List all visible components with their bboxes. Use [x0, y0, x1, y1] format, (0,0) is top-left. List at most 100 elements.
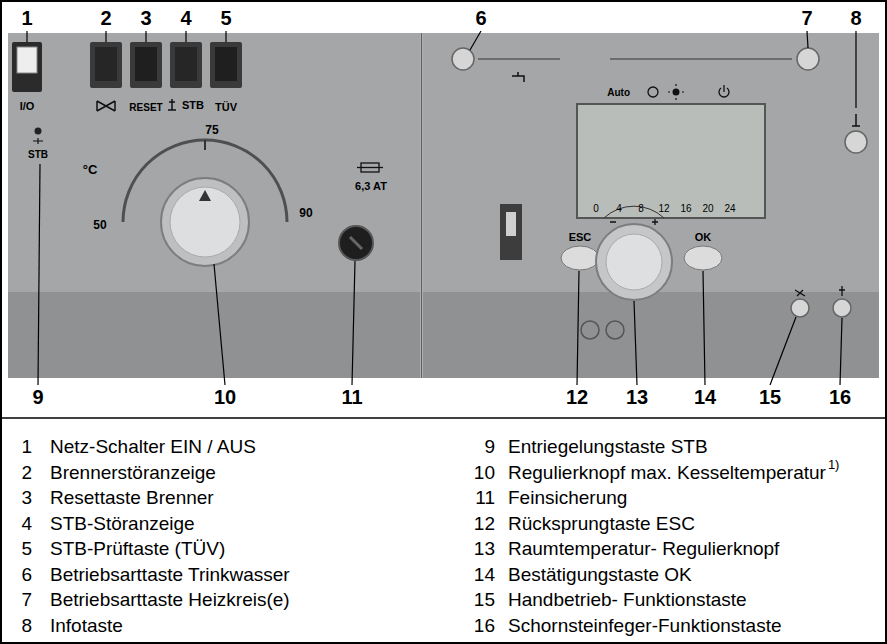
- scale-tick: [204, 140, 206, 150]
- panel-label: 6,3 AT: [355, 180, 387, 192]
- moon-symbol: [696, 86, 702, 98]
- key-text: Brennerstöranzeige: [50, 462, 216, 483]
- key-number: 14: [474, 564, 495, 585]
- stb-test-button: [210, 42, 242, 88]
- lcd-display: [577, 104, 765, 218]
- callout-number: 2: [100, 7, 111, 29]
- key-text: Regulierknopf max. Kesseltemperatur: [508, 462, 826, 483]
- room-temp-wheel: [596, 224, 672, 300]
- right-panel-lower: [423, 292, 879, 378]
- fuse-slot: [350, 237, 362, 249]
- slider-knob: [506, 212, 516, 236]
- heating-mode-button: [797, 48, 819, 70]
- esc-button: [561, 246, 599, 270]
- key-number: 9: [484, 437, 495, 458]
- burner-symbol: [97, 101, 115, 111]
- footnote-mark: 1): [828, 458, 840, 472]
- ok-button: [684, 246, 722, 270]
- leader-line: [225, 31, 226, 42]
- callout-number: 13: [626, 386, 648, 408]
- scale-label: 75: [205, 124, 218, 137]
- left-panel-lower: [8, 292, 420, 378]
- key-number: 3: [21, 488, 32, 509]
- clock-symbol: [648, 87, 658, 97]
- sun-rays: [668, 84, 684, 100]
- display-hour: 16: [680, 203, 691, 214]
- leader-lines: [27, 31, 856, 385]
- display-hour: 24: [724, 203, 735, 214]
- callout-number: 12: [566, 386, 588, 408]
- chimney-sweep-symbol: [839, 286, 845, 296]
- knob-pointer: [199, 190, 211, 201]
- callout-number: 4: [180, 7, 191, 29]
- panel-rule: [478, 59, 560, 60]
- key-text: Schornsteinfeger-Funktionstaste: [508, 615, 782, 636]
- left-panel: [8, 33, 420, 378]
- leader-line: [214, 264, 225, 385]
- reset-button: [130, 42, 162, 88]
- leader-line: [855, 31, 856, 108]
- leader-line: [352, 261, 355, 385]
- wheel-face: [606, 234, 662, 290]
- button-face: [215, 47, 237, 81]
- lamp-face: [175, 47, 197, 81]
- leader-line: [145, 31, 146, 42]
- leader-line: [770, 317, 796, 385]
- burner-fault-lamp: [90, 42, 122, 88]
- standby-symbol: [719, 85, 729, 97]
- key-text: STB-Prüftaste (TÜV): [50, 539, 225, 560]
- display-hour: 12: [658, 203, 669, 214]
- key-number: 8: [21, 615, 32, 636]
- sun-symbol: [673, 89, 680, 96]
- slider: [500, 204, 522, 260]
- panel-label: TÜV: [215, 101, 237, 113]
- callout-number: 16: [829, 386, 851, 408]
- callout-number: 7: [801, 7, 812, 29]
- lamp-face: [95, 47, 117, 81]
- leader-line: [26, 31, 27, 42]
- knob-face: [170, 187, 240, 257]
- callout-number: 14: [694, 386, 716, 408]
- fuse-symbol-line: [357, 167, 383, 168]
- key-text: Betriebsarttaste Heizkreis(e): [50, 590, 290, 611]
- manual-mode-button: [791, 299, 809, 317]
- key-text: Resettaste Brenner: [50, 488, 214, 509]
- callout-number: 6: [475, 7, 486, 29]
- panel-seam: [421, 33, 423, 378]
- scale-label: °C: [83, 163, 98, 177]
- max-boiler-temp-knob: [161, 178, 249, 266]
- key-text: Feinsicherung: [508, 488, 627, 509]
- key-number: 4: [21, 513, 32, 534]
- wheel-arc: [604, 206, 664, 218]
- right-panel: [423, 33, 879, 378]
- separator-line: [1, 417, 886, 419]
- button-face: [135, 47, 157, 81]
- key-text: Rücksprungtaste ESC: [508, 513, 695, 534]
- manual-symbol: [795, 290, 805, 296]
- indicator: [581, 321, 599, 339]
- display-hour: 20: [702, 203, 713, 214]
- dhw-mode-button: [452, 48, 474, 70]
- chimney-sweep-button: [833, 299, 851, 317]
- switch-rocker: [17, 47, 37, 73]
- key-text: Entriegelungstaste STB: [508, 437, 708, 458]
- callout-number: 11: [341, 386, 362, 408]
- key-number: 13: [474, 539, 495, 560]
- key-text: Raumtemperatur- Regulierknopf: [508, 539, 779, 560]
- callout-number: 9: [32, 386, 43, 408]
- key-text: Netz-Schalter EIN / AUS: [50, 437, 256, 458]
- key-number: 11: [475, 488, 495, 509]
- indicator: [606, 321, 624, 339]
- scale-label: 90: [299, 207, 312, 220]
- key-text: Handbetrieb- Funktionstaste: [508, 590, 747, 611]
- leader-line: [577, 271, 579, 385]
- info-symbol: [852, 114, 860, 126]
- leader-line: [470, 31, 481, 50]
- callout-number: 3: [140, 7, 151, 29]
- key-number: 16: [474, 615, 495, 636]
- panel-label: OK: [695, 231, 712, 243]
- key-number: 7: [21, 590, 32, 611]
- mains-switch: [12, 42, 42, 92]
- leader-line: [38, 164, 40, 385]
